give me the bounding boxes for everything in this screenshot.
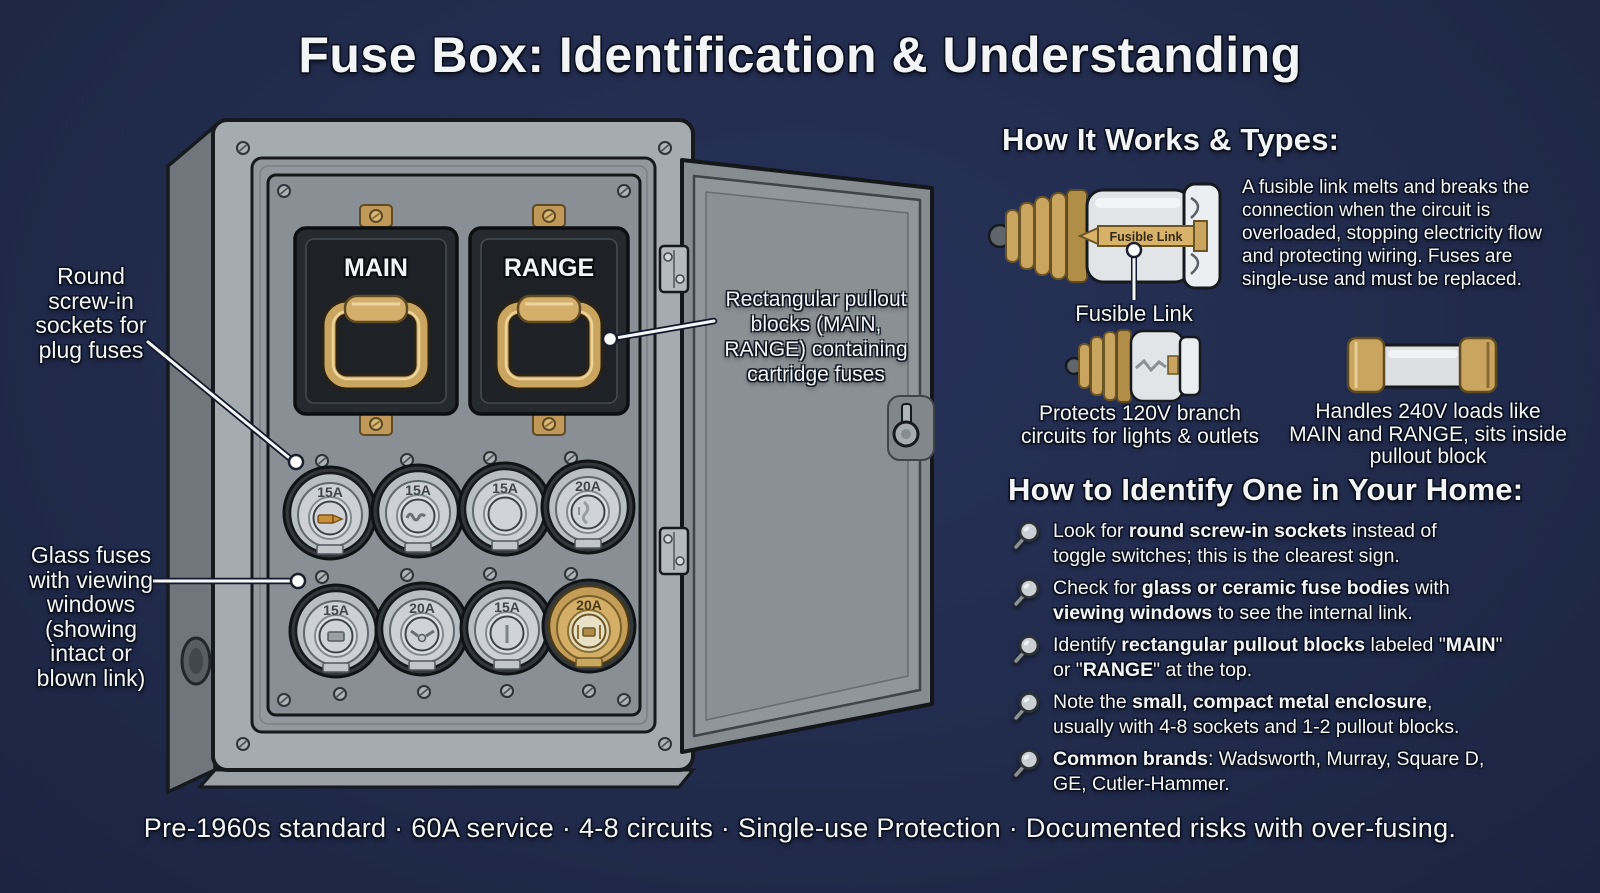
bullet-text: Common brands: Wadsworth, Murray, Square… — [1053, 748, 1485, 795]
plug-fuse-illustration — [1064, 329, 1202, 403]
fuse-link-window — [317, 513, 344, 525]
magnifier-icon — [1013, 692, 1040, 721]
fuse-link-window — [578, 500, 590, 525]
svg-text:20A: 20A — [575, 478, 601, 494]
heading-how-it-works: How It Works & Types: — [1002, 122, 1340, 157]
annotation-leader-lines — [144, 317, 718, 590]
bullet-text: Identify rectangular pullout blocks labe… — [1053, 634, 1503, 681]
cartridge-fuse-illustration — [1346, 336, 1498, 394]
fuse-socket: 15A — [370, 463, 466, 559]
fuse-link-window — [577, 625, 601, 639]
fuse-socket: 20A — [540, 459, 636, 555]
pullout-block-label: MAIN — [344, 254, 408, 282]
fuse-box-illustration: MAIN RANGE — [144, 118, 935, 795]
fuse-socket: 20A — [541, 578, 637, 674]
svg-text:15A: 15A — [492, 480, 518, 496]
identify-bullet: Note the small, compact metal enclosure,… — [1010, 690, 1595, 740]
bullet-text: Check for glass or ceramic fuse bodies w… — [1053, 577, 1450, 624]
fuse-socket: 15A — [457, 461, 553, 557]
pullout-block-range: RANGE — [468, 204, 630, 436]
caption-cartridge-fuse: Handles 240V loads like MAIN and RANGE, … — [1289, 400, 1567, 468]
magnifier-icon — [1013, 578, 1040, 607]
identify-bullets: Look for round screw-in sockets instead … — [1010, 519, 1595, 804]
magnifier-icon — [1013, 635, 1040, 664]
enclosure-door — [658, 158, 935, 754]
pullout-block-label: RANGE — [504, 254, 594, 282]
corner-screw-icon — [236, 737, 250, 751]
annotation-round-sockets: Round screw-in sockets for plug fuses — [35, 263, 147, 363]
identify-bullet: Look for round screw-in sockets instead … — [1010, 519, 1595, 569]
pullout-handle — [321, 294, 431, 391]
door-hinge — [658, 526, 690, 576]
caption-plug-fuse: Protects 120V branch circuits for lights… — [1020, 402, 1260, 448]
fuse-link-window — [405, 512, 426, 522]
svg-text:15A: 15A — [405, 482, 431, 498]
caption-fusible-link: Fusible Link — [1075, 301, 1193, 326]
bullet-text: Note the small, compact metal enclosure,… — [1053, 691, 1460, 738]
pullout-block-main: MAIN — [293, 204, 459, 436]
magnifier-icon — [1013, 749, 1040, 778]
pullout-handle — [494, 294, 604, 391]
identify-bullet: Common brands: Wadsworth, Murray, Square… — [1010, 747, 1595, 797]
svg-text:15A: 15A — [317, 484, 343, 500]
corner-screw-icon — [658, 141, 672, 155]
footer-facts: Pre-1960s standard · 60A service · 4-8 c… — [143, 813, 1457, 843]
svg-text:15A: 15A — [494, 599, 520, 615]
fuse-socket: 20A — [374, 581, 470, 677]
svg-text:20A: 20A — [409, 600, 435, 616]
how-it-works-description: A fusible link melts and breaks the conn… — [1242, 177, 1542, 290]
fuse-socket: 15A — [282, 465, 378, 561]
fuse-socket: 15A — [459, 580, 555, 676]
page-title: Fuse Box: Identification & Understanding — [298, 27, 1302, 83]
identify-bullet: Identify rectangular pullout blocks labe… — [1010, 633, 1595, 683]
annotation-pullout-blocks: Rectangular pullout blocks (MAIN, RANGE)… — [724, 288, 908, 386]
fusible-link-fuse-illustration: Fusible Link — [987, 182, 1222, 300]
fuse-link-window — [410, 629, 435, 643]
enclosure-front-face — [211, 118, 695, 772]
annotation-glass-fuses: Glass fuses with viewing windows (showin… — [29, 542, 153, 691]
door-hinge — [658, 244, 690, 294]
magnifier-icon — [1013, 521, 1040, 550]
corner-screw-icon — [236, 141, 250, 155]
heading-how-to-identify: How to Identify One in Your Home: — [1008, 472, 1524, 507]
svg-text:20A: 20A — [576, 597, 602, 613]
corner-screw-icon — [658, 737, 672, 751]
fuse-link-window — [327, 631, 345, 642]
identify-bullet: Check for glass or ceramic fuse bodies w… — [1010, 576, 1595, 626]
door-latch — [887, 395, 935, 461]
svg-text:15A: 15A — [323, 602, 349, 618]
fusible-link-inner-label: Fusible Link — [1110, 230, 1183, 244]
bullet-text: Look for round screw-in sockets instead … — [1053, 520, 1437, 567]
fuse-socket: 15A — [288, 583, 384, 679]
